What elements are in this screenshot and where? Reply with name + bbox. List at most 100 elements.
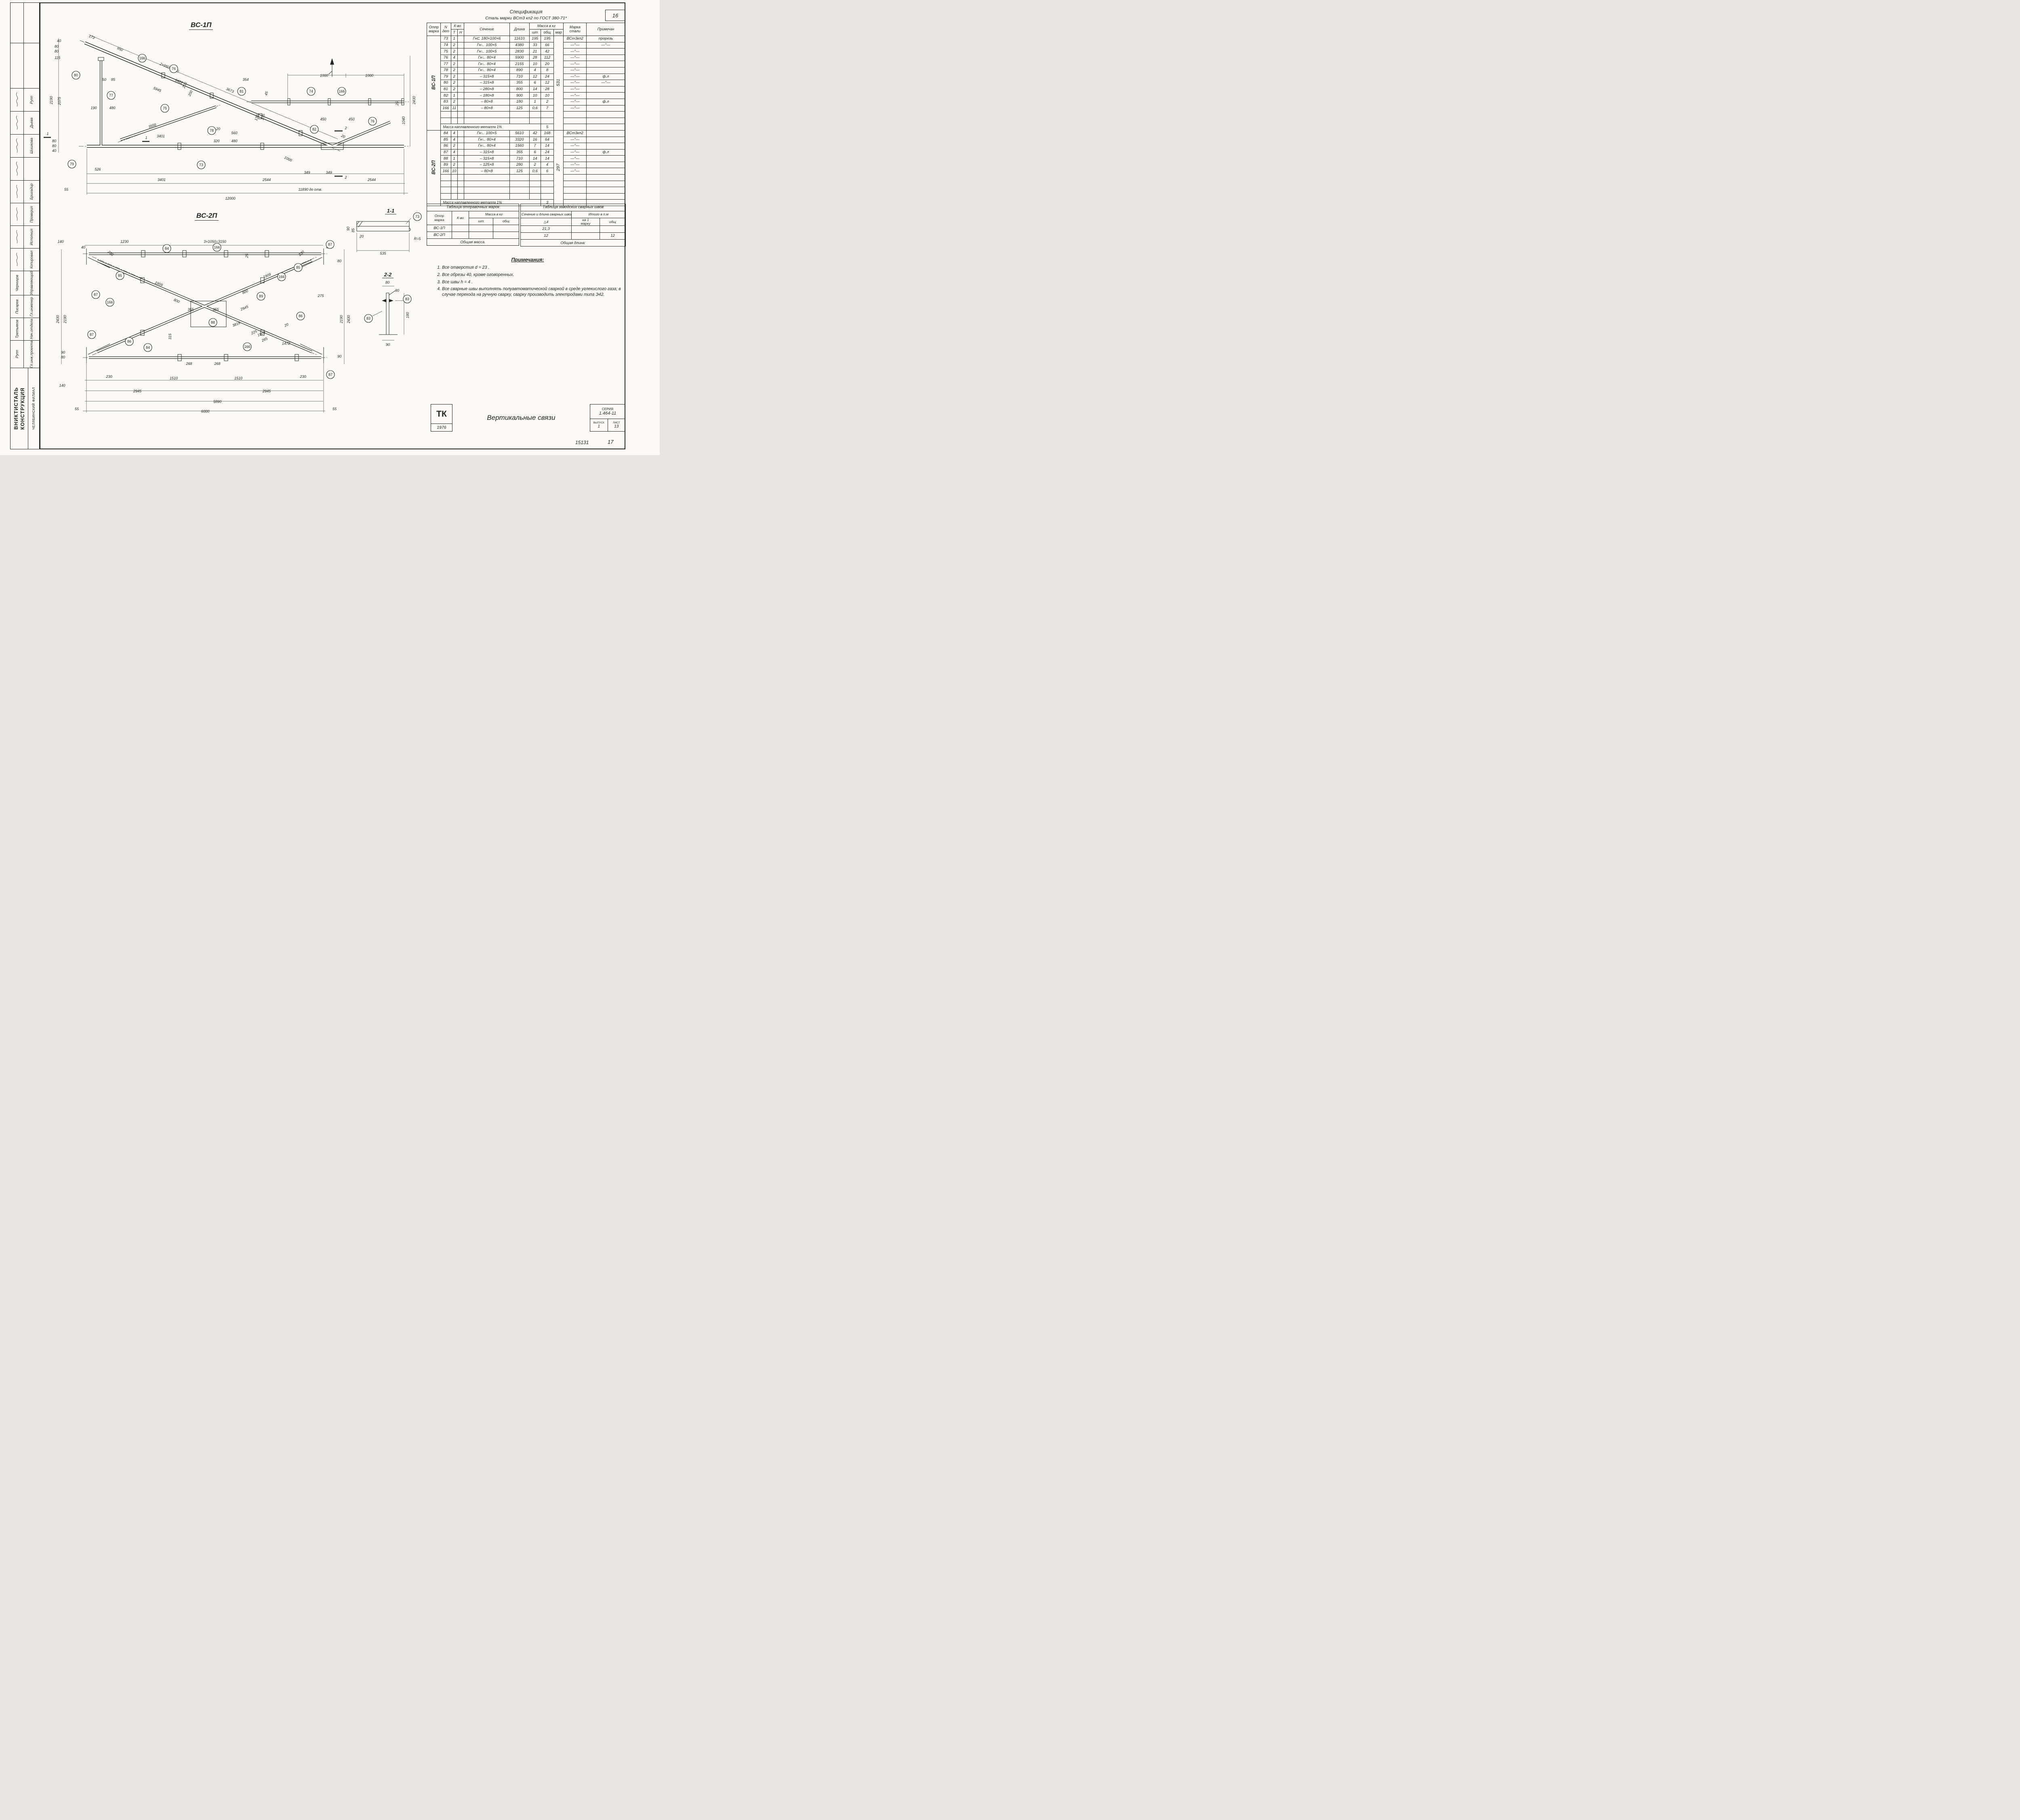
spec-cell: 355 [509,149,530,156]
spec-cell [457,73,464,80]
welds-row: 21,3 [520,225,626,233]
marks-header-kvo: К-во [452,211,469,225]
spec-cell [586,174,626,181]
dimension-label: 265 [261,336,269,343]
spec-cell [457,168,464,175]
stamp-role: Бригадир [29,183,34,200]
dimension-label: 2945 [133,389,142,393]
series-cell: СЕРИЯ 1.464-11 [590,404,625,419]
spec-cell [540,174,554,181]
spec-cell [457,161,464,169]
direction-arrow [328,58,334,77]
spec-cell: —″— [563,149,587,156]
spec-cell [586,54,626,61]
part-number: 89 [259,294,263,298]
dimension-label: 40 [52,149,56,153]
spec-cell: 195 [529,36,541,42]
signature [11,181,24,203]
spec-group-mass-total: 531 [553,36,564,131]
part-balloon [403,295,412,303]
spec-cell: 77 [440,61,451,67]
spec-spacer-row [427,111,626,118]
spec-cell [586,136,626,143]
spec-cell [529,117,541,124]
spec-cell: 2 [529,161,541,169]
dimension-label: 2190 [63,315,67,324]
dimension-label: 2945 [262,389,271,393]
stamp-name: Рупп [29,95,34,104]
spec-cell [563,193,587,200]
dimension-label: 55 [75,407,79,411]
dimension-label: 526 [95,167,101,171]
org-name: ВНИКТИСТАЛЬ КОНСТРУКЦИЯ [11,368,28,449]
spec-spacer-row [427,117,626,124]
spec-subtitle: Сталь марки ВСт3 кп2 по ГОСТ 380-71* [485,16,567,21]
part-number: 166 [139,56,145,60]
dimension-label: 6000 [201,409,209,413]
spec-cell: 80 [440,80,451,86]
spec-cell [457,92,464,99]
stamp-row: Копировал [11,249,39,271]
spec-cell [457,67,464,74]
spec-cell [529,111,541,118]
drawing-title-vs2p: ВС-2П [195,212,219,221]
dimension-label: 268 [214,362,220,366]
stamp-roles-block: Бригадир Проверил Исполнил Копировал [11,181,39,271]
spec-cell [457,143,464,150]
spec-cell: 10 [540,92,554,99]
part-number: 88 [211,320,215,324]
spec-cell [463,174,510,181]
spec-cell [440,187,451,194]
dimension-label: 80 [337,259,341,263]
spec-cell: 64 [540,136,554,143]
spec-cell [540,193,554,200]
part-number: 166 [244,345,250,349]
part-number: 73 [199,163,203,167]
notes-title: Примечания: [511,257,544,263]
stamp-row: Третьяков Нач.отдела [11,318,39,341]
signature [11,88,24,111]
drawing-title-vs1p: ВС-1П [189,21,213,30]
spec-cell: – 315×8 [463,73,510,80]
stamp-exec-role: Гл.инженер [29,297,34,316]
dimension-label: 90 [346,227,350,231]
part-balloon [105,298,114,307]
part-balloon [207,126,216,135]
spec-cell: 4 [450,130,458,137]
spec-cell: 87 [440,149,451,156]
part-balloon [310,125,319,134]
dimension-label: 349 [304,171,310,175]
spec-cell: 14 [529,155,541,162]
spec-cell [540,117,554,124]
spec-cell: 11610 [509,36,530,42]
dimension-label: 80 [55,44,59,48]
spec-cell: 0,6 [529,105,541,112]
part-balloon [237,87,246,96]
stamp-name: Дьева [29,118,34,128]
spec-cell [450,117,458,124]
spec-cell: 75 [440,48,451,55]
spec-cell [450,111,458,118]
part-balloon [296,312,305,320]
spec-cell [457,193,464,200]
part-balloon [116,271,124,280]
notes-section: Примечания: Все отверстия d = 23 . Все о… [433,257,622,299]
spec-cell [586,193,626,200]
dimension-label: 560 [231,131,237,135]
spec-cell: 1 [450,155,458,162]
spec-group-label: ВС-1П [426,36,441,131]
stamp-row: Бригадир [11,181,39,203]
spec-cell [563,187,587,194]
spec-cell: 355 [509,80,530,86]
